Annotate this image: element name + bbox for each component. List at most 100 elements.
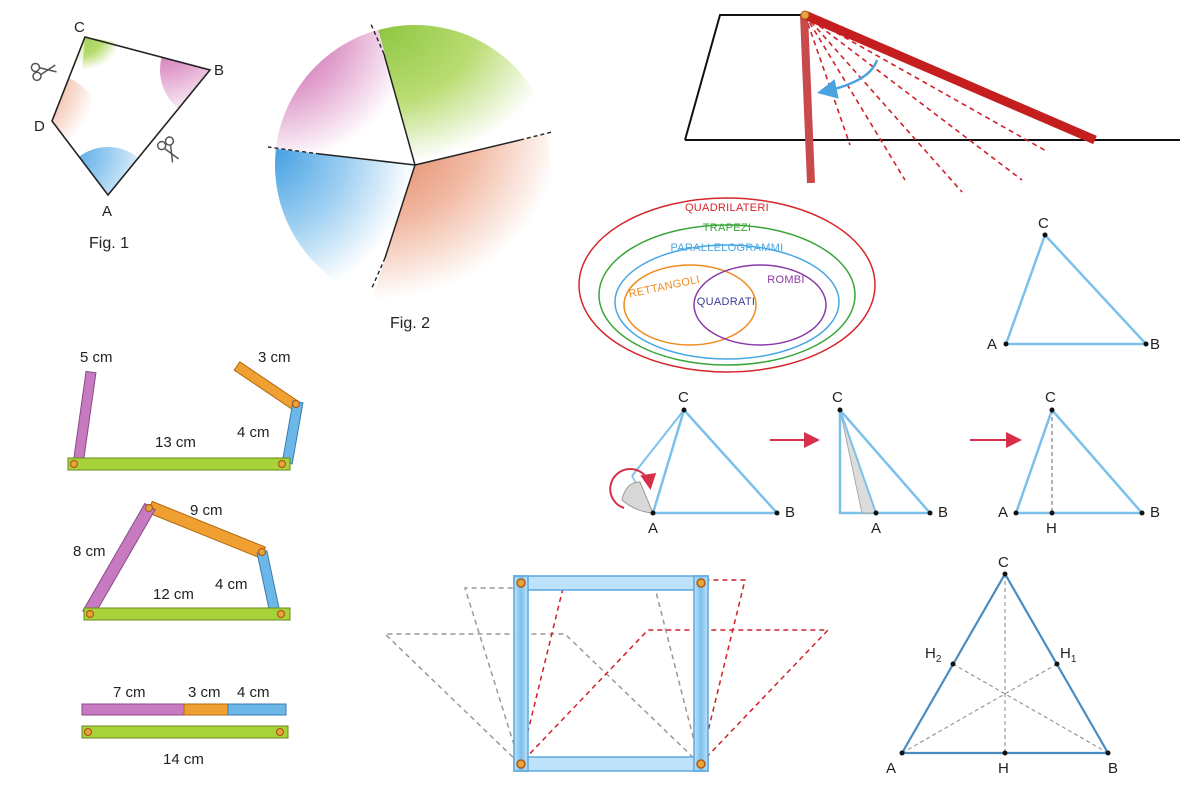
fold-step-2: A B C (832, 389, 948, 537)
fig2-ray-bottom-extension (370, 257, 386, 291)
vertex-label-b: B (1108, 760, 1118, 777)
rotation-arrow (817, 59, 879, 99)
venn-label-squares: QUADRATI (697, 296, 755, 308)
stick-4cm (256, 550, 281, 617)
rod-position-dashed (804, 14, 1049, 153)
triangle-altitudes-diagram: A B C H H1 H2 (886, 554, 1118, 777)
scissors-icon (156, 136, 180, 163)
fig2-ray-right-extension (519, 131, 553, 141)
quadrilateral-venn-diagram: QUADRILATERI TRAPEZI PARALLELOGRAMMI RET… (578, 197, 876, 373)
sticks-set-2: 9 cm 8 cm 12 cm 4 cm (73, 500, 291, 621)
quadrilateral-abcd (51, 36, 212, 197)
foot-label-h2: H2 (925, 645, 942, 665)
stick-label-9cm: 9 cm (190, 502, 223, 519)
stick-label-3cm: 3 cm (188, 684, 221, 701)
sticks-set-1: 5 cm 3 cm 13 cm 4 cm (67, 349, 304, 471)
fig1-quadrilateral-diagram: C B D A Fig. 1 (30, 19, 224, 252)
triangle-outline (1004, 232, 1149, 346)
rod-position-dashed (804, 14, 963, 193)
vertex-label-b: B (1150, 336, 1160, 353)
fold-arrow (609, 468, 657, 509)
scissors-icon (30, 62, 57, 82)
frame-flattened-red (518, 629, 830, 765)
frame-hinge (696, 578, 706, 588)
vertex-label-c: C (1045, 389, 1056, 406)
stick-label-14cm: 14 cm (163, 751, 204, 768)
vertex-label-b: B (938, 504, 948, 521)
frame-bar-left (513, 575, 529, 772)
rod-diagonal (803, 10, 1097, 145)
stick-13cm (67, 457, 291, 471)
fig2-ray-top-extension (369, 21, 385, 55)
vertex-label-c: C (998, 554, 1009, 571)
stick-label-4cm: 4 cm (237, 684, 270, 701)
venn-label-parallelograms: PARALLELOGRAMMI (670, 242, 783, 254)
fig2-ray-right (414, 139, 521, 166)
stick-7cm (81, 703, 185, 716)
vertex-label-a: A (871, 520, 881, 537)
trapezoid-outline (684, 14, 805, 141)
venn-label-rectangles: RETTANGOLI (628, 274, 701, 301)
altitude-ah1 (901, 663, 1058, 754)
angle-glow-d (52, 75, 98, 167)
venn-label-rhombi: ROMBI (767, 274, 805, 286)
stick-3cm (183, 703, 229, 716)
stick-label-3cm: 3 cm (258, 349, 291, 366)
vertex-label-a: A (998, 504, 1008, 521)
rod-position-dashed (804, 14, 851, 146)
stick-label-5cm: 5 cm (80, 349, 113, 366)
venn-label-quadrilaterals: QUADRILATERI (685, 202, 769, 214)
fig2-caption: Fig. 2 (390, 315, 430, 332)
frame-hinge (696, 759, 706, 769)
stick-12cm (83, 607, 291, 621)
stick-8cm (82, 502, 156, 618)
fig1-caption: Fig. 1 (89, 235, 129, 252)
fig2-ray-bottom (384, 164, 416, 259)
vertex-label-b: B (1150, 504, 1160, 521)
stick-14cm (81, 725, 289, 739)
frame-bar-bottom (513, 756, 709, 772)
frame-bar-right (693, 575, 709, 772)
venn-parallelograms (614, 244, 840, 360)
rotating-rod-diagram (684, 10, 1180, 193)
venn-rhombi (693, 264, 827, 346)
stick-4cm (281, 400, 304, 465)
foot-label-h1: H1 (1060, 645, 1077, 665)
frame-hinge (516, 578, 526, 588)
vertex-label-c: C (832, 389, 843, 406)
vertex-label-c: C (74, 19, 85, 36)
vertex-label-d: D (34, 118, 45, 135)
fold-step-1: A B C (609, 389, 795, 537)
deformable-frame-diagram (383, 575, 830, 772)
triangle-abc: A B C (987, 215, 1160, 353)
fold-step-3: A B C H (998, 389, 1160, 537)
vertex-label-c: C (1038, 215, 1049, 232)
stick-3cm (233, 361, 299, 410)
stick-5cm (72, 370, 97, 465)
venn-trapezoids (598, 224, 856, 366)
stick-label-7cm: 7 cm (113, 684, 146, 701)
vertex-label-b: B (214, 62, 224, 79)
fig2-ray-left-extension (267, 146, 321, 155)
frame-hinge (516, 759, 526, 769)
rod-vertical (800, 14, 815, 184)
frame-sheared-red (519, 579, 746, 765)
venn-label-trapezoids: TRAPEZI (703, 222, 752, 234)
vertex-label-a: A (886, 760, 896, 777)
rod-hinge (800, 10, 810, 20)
fig2-angles-sum-diagram: Fig. 2 (267, 21, 555, 332)
vertex-label-b: B (785, 504, 795, 521)
foot-label-h: H (1046, 520, 1057, 537)
venn-quadrilaterals (578, 197, 876, 373)
venn-rectangles (623, 264, 757, 346)
vertex-label-a: A (987, 336, 997, 353)
sticks-set-3: 7 cm 3 cm 4 cm 14 cm (81, 684, 289, 768)
vertex-label-c: C (678, 389, 689, 406)
stick-label-4cm: 4 cm (237, 424, 270, 441)
stick-label-13cm: 13 cm (155, 434, 196, 451)
altitude-bh2 (952, 663, 1109, 754)
frame-sheared-grey (463, 587, 701, 765)
frame-bar-top (513, 575, 709, 591)
rod-position-dashed (804, 14, 1023, 181)
